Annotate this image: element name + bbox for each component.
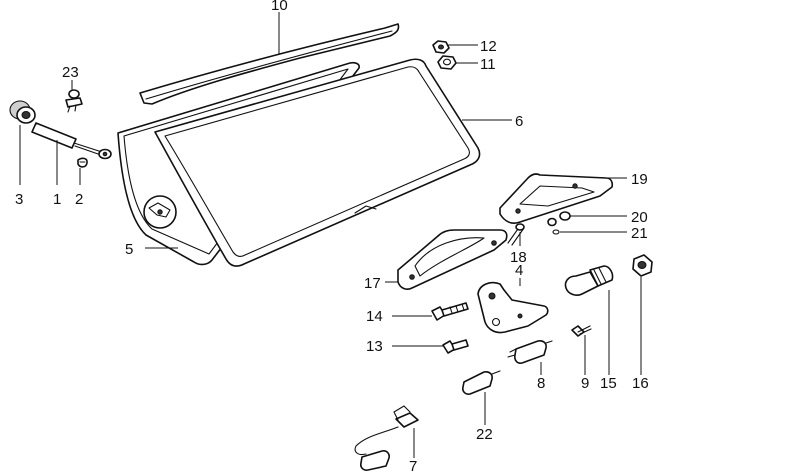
cap-nut-part <box>432 40 450 54</box>
microswitch-part <box>462 370 501 395</box>
small-screw-part <box>571 325 592 337</box>
callout-13: 13 <box>366 338 383 355</box>
spacer-washer-part <box>547 211 571 227</box>
callout-4: 4 <box>515 262 523 279</box>
callout-12: 12 <box>480 38 497 55</box>
hex-bolt-part <box>431 302 469 321</box>
ball-stud-part <box>65 89 83 113</box>
leader-lines <box>19 12 642 458</box>
gas-strut-part <box>31 122 112 160</box>
spoiler-strip-part <box>139 23 400 105</box>
rear-window-glass-part <box>154 58 481 267</box>
callout-7: 7 <box>409 458 417 473</box>
callout-21: 21 <box>631 225 648 242</box>
lock-actuator-part <box>507 340 553 364</box>
callout-14: 14 <box>366 308 383 325</box>
callout-20: 20 <box>631 209 648 226</box>
callout-18: 18 <box>510 249 527 266</box>
washer-part <box>437 55 457 70</box>
callout-16: 16 <box>632 375 649 392</box>
gas-strut-mount-part <box>9 100 36 124</box>
small-washer-part <box>552 229 560 235</box>
seal-detail-callout <box>143 195 177 229</box>
callout-10: 10 <box>271 0 288 14</box>
callout-8: 8 <box>537 375 545 392</box>
wiring-harness-part <box>354 405 419 471</box>
callout-labels: 10 12 11 23 6 3 1 2 19 20 21 5 18 4 17 1… <box>15 0 649 473</box>
tailgate-latch-part <box>477 281 549 334</box>
lock-bracket-part <box>499 173 614 224</box>
adjusting-screw-part <box>507 223 525 246</box>
striker-pin-part <box>564 265 614 296</box>
callout-11: 11 <box>480 56 496 73</box>
callout-1: 1 <box>53 191 61 208</box>
callout-15: 15 <box>600 375 617 392</box>
callout-3: 3 <box>15 191 23 208</box>
callout-2: 2 <box>75 191 83 208</box>
callout-9: 9 <box>581 375 589 392</box>
callout-5: 5 <box>125 241 133 258</box>
callout-17: 17 <box>364 275 381 292</box>
latch-base-plate-part <box>397 229 508 290</box>
callout-22: 22 <box>476 426 493 443</box>
callout-23: 23 <box>62 64 79 81</box>
retaining-clip-part <box>77 157 88 168</box>
callout-19: 19 <box>631 171 648 188</box>
short-bolt-part <box>442 339 469 354</box>
callout-6: 6 <box>515 113 523 130</box>
hex-nut-part <box>632 254 653 277</box>
